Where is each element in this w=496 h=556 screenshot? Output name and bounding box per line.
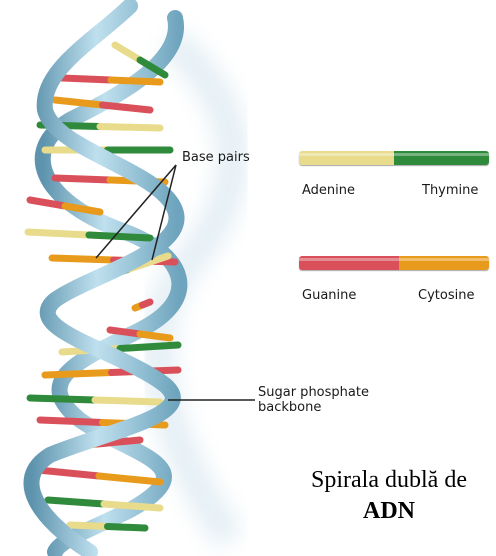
- sugar-phosphate-label-line2: backbone: [258, 400, 321, 415]
- base-pair-0-adenine: [115, 45, 140, 60]
- base-pairs-label: Base pairs: [182, 150, 250, 165]
- legend-label-guanine: Guanine: [302, 288, 356, 303]
- base-pair-13-cytosine: [45, 373, 112, 376]
- base-pair-7-adenine: [28, 232, 89, 235]
- base-pair-12-thymine: [120, 345, 178, 349]
- base-pair-17-cytosine: [99, 476, 160, 482]
- base-pair-10-guanine: [143, 302, 151, 305]
- base-pair-19-adenine: [70, 525, 108, 527]
- base-pair-14-adenine: [95, 400, 160, 402]
- sugar-phosphate-label: Sugar phosphate backbone: [258, 385, 369, 415]
- base-pair-15-guanine: [40, 420, 103, 423]
- caption-line1: Spirala dublă de: [311, 467, 467, 493]
- base-pair-5-guanine: [55, 178, 110, 180]
- base-pair-2-guanine: [103, 105, 151, 110]
- diagram-caption: Spirala dublă de ADN: [285, 465, 493, 527]
- legend-bar-guanine-cytosine: [299, 256, 489, 270]
- base-pair-19-thymine: [108, 527, 146, 529]
- helix-shadow: [159, 40, 232, 540]
- base-pair-1-guanine: [62, 78, 111, 80]
- legend-label-cytosine: Cytosine: [418, 288, 474, 303]
- base-pair-11-guanine: [110, 330, 140, 334]
- base-pair-1-cytosine: [111, 80, 160, 82]
- base-pair-11-cytosine: [140, 334, 170, 338]
- base-pair-14-thymine: [30, 398, 95, 400]
- caption-line2: ADN: [285, 496, 493, 527]
- legend-label-adenine: Adenine: [302, 183, 355, 198]
- base-pair-3-adenine: [100, 127, 160, 129]
- legend-bar-adenine-thymine: [299, 151, 489, 165]
- legend-label-thymine: Thymine: [422, 183, 478, 198]
- base-pair-17-guanine: [38, 470, 99, 476]
- sugar-phosphate-label-line1: Sugar phosphate: [258, 385, 369, 400]
- base-pair-2-cytosine: [55, 100, 103, 105]
- base-pair-8-cytosine: [52, 258, 114, 260]
- base-pair-7-thymine: [89, 235, 150, 238]
- base-pair-18-thymine: [48, 500, 104, 504]
- base-pair-18-adenine: [104, 504, 160, 508]
